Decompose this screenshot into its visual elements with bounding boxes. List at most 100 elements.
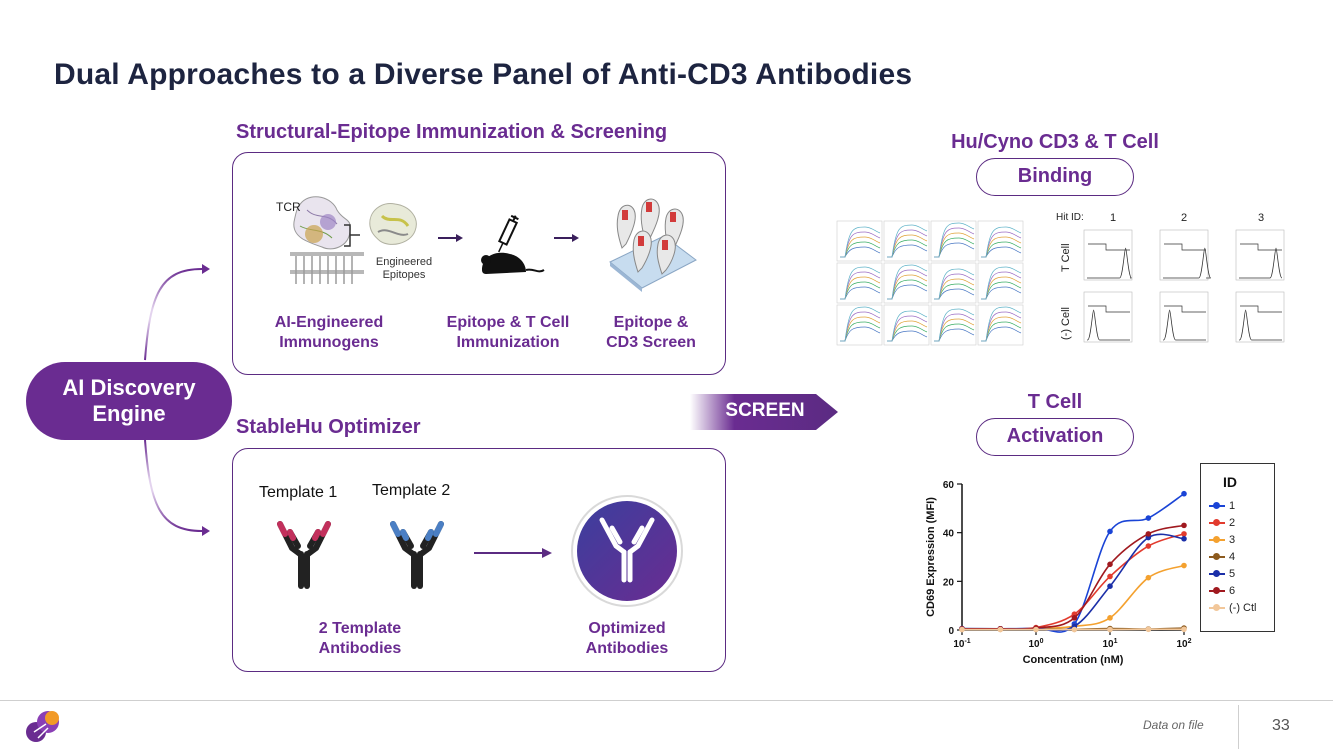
y-tick-label: 60 (943, 480, 955, 491)
tcr-label: TCR (276, 200, 301, 214)
sensorgram-trace (887, 315, 928, 342)
hit-id-3: 3 (1258, 212, 1265, 224)
sensorgram-trace (981, 281, 1022, 300)
footer-note: Data on file (1143, 718, 1204, 732)
sensorgram-trace (981, 286, 1022, 300)
y-tick-label: 40 (943, 529, 955, 540)
legend-swatch (1209, 519, 1225, 527)
sensorgram-panel (883, 262, 930, 304)
sensorgram-trace (840, 316, 881, 342)
mouse-syringe-icon (481, 214, 545, 274)
histogram-peak (1239, 309, 1282, 341)
company-logo-icon (26, 711, 59, 742)
sensorgram-panel (930, 220, 977, 262)
sensorgram-trace (934, 222, 975, 258)
sensorgram-trace (840, 226, 881, 258)
data-point (1145, 574, 1152, 581)
sensorgram-trace (981, 306, 1022, 342)
data-point (1145, 531, 1152, 537)
histogram-peak (1163, 309, 1206, 341)
antibody-template-2-icon (390, 521, 444, 589)
sensorgram-panel (930, 262, 977, 304)
data-point (1181, 535, 1187, 542)
histogram-gate (1240, 243, 1282, 251)
data-point (1181, 522, 1187, 529)
row-label-tcell: T Cell (1060, 243, 1072, 272)
legend-item: 5 (1209, 568, 1235, 580)
sensorgram-trace (934, 242, 975, 258)
antibody-template-1-icon (277, 521, 331, 589)
legend-item: 4 (1209, 551, 1235, 563)
sensorgram-trace (934, 328, 975, 342)
x-tick-label: 100 (1028, 638, 1043, 650)
y-tick-label: 20 (943, 577, 955, 588)
sensorgram-panel (977, 220, 1024, 262)
sensorgram-trace (981, 231, 1022, 258)
section-title-stablehu: StableHu Optimizer (236, 416, 421, 438)
hit-id-1: 1 (1110, 212, 1117, 224)
data-point (959, 626, 965, 633)
bracket-arrow-icon (344, 224, 360, 247)
data-point (1071, 615, 1078, 621)
sensorgram-trace (840, 326, 881, 342)
sensorgram-grid (836, 220, 1024, 348)
histogram-panel (1159, 291, 1209, 343)
sensorgram-panel (977, 304, 1024, 346)
sensorgram-trace (981, 226, 1022, 258)
engineered-epitopes-icon (369, 202, 417, 245)
sensorgram-trace (981, 316, 1022, 342)
data-point (1181, 531, 1187, 537)
sensorgram-trace (840, 231, 881, 258)
sensorgram-trace (887, 269, 928, 300)
engineered-epitopes-label: Engineered Epitopes (375, 256, 433, 281)
sensorgram-trace (840, 281, 881, 300)
data-point (1107, 583, 1113, 589)
optimized-antibody-icon (571, 495, 683, 607)
hit-id-2: 2 (1181, 212, 1188, 224)
sensorgram-trace (840, 276, 881, 300)
y-tick-label: 0 (948, 626, 954, 637)
data-point (1145, 626, 1152, 633)
y-axis-label: CD69 Expression (MFI) (925, 497, 937, 617)
legend-label: 2 (1229, 517, 1236, 529)
sensorgram-panel (883, 304, 930, 346)
sensorgram-trace (840, 241, 881, 258)
x-tick-label: 102 (1176, 638, 1191, 650)
sensorgram-trace (934, 273, 975, 300)
ai-discovery-engine-badge: AI Discovery Engine (26, 362, 232, 440)
sensorgram-trace (840, 321, 881, 342)
sensorgram-trace (887, 274, 928, 300)
histogram-panel (1235, 229, 1285, 281)
sensorgram-trace (887, 330, 928, 342)
histogram-panel (1159, 229, 1209, 281)
legend-swatch (1209, 502, 1225, 510)
sensorgram-trace (934, 268, 975, 300)
legend-swatch (1209, 570, 1225, 578)
series-line-1 (961, 493, 1185, 633)
histogram-gate (1088, 243, 1130, 251)
sensorgram-trace (887, 325, 928, 342)
data-point (1181, 562, 1187, 569)
sensorgram-trace (934, 308, 975, 342)
legend-label: 5 (1229, 568, 1236, 580)
sensorgram-trace (887, 320, 928, 342)
sensorgram-trace (934, 227, 975, 258)
sensorgram-trace (934, 318, 975, 342)
x-tick-label: 10-1 (953, 638, 970, 650)
sensorgram-trace (840, 271, 881, 300)
hit-id-label: Hit ID: (1056, 212, 1084, 223)
activation-heading: T Cell (1027, 391, 1083, 413)
caption-optimized-antibodies: Optimized Antibodies (585, 620, 669, 657)
histogram-panel (1235, 291, 1285, 343)
legend-title: ID (1223, 474, 1237, 490)
sensorgram-trace (840, 236, 881, 258)
sensorgram-trace (981, 236, 1022, 258)
sensorgram-trace (981, 246, 1022, 258)
footer-divider (0, 700, 1333, 701)
screening-plate-icon (609, 198, 697, 292)
data-point (1107, 528, 1113, 535)
legend-label: 1 (1229, 500, 1236, 512)
x-tick-label: 101 (1102, 638, 1117, 650)
legend-label: (-) Ctl (1229, 602, 1257, 614)
